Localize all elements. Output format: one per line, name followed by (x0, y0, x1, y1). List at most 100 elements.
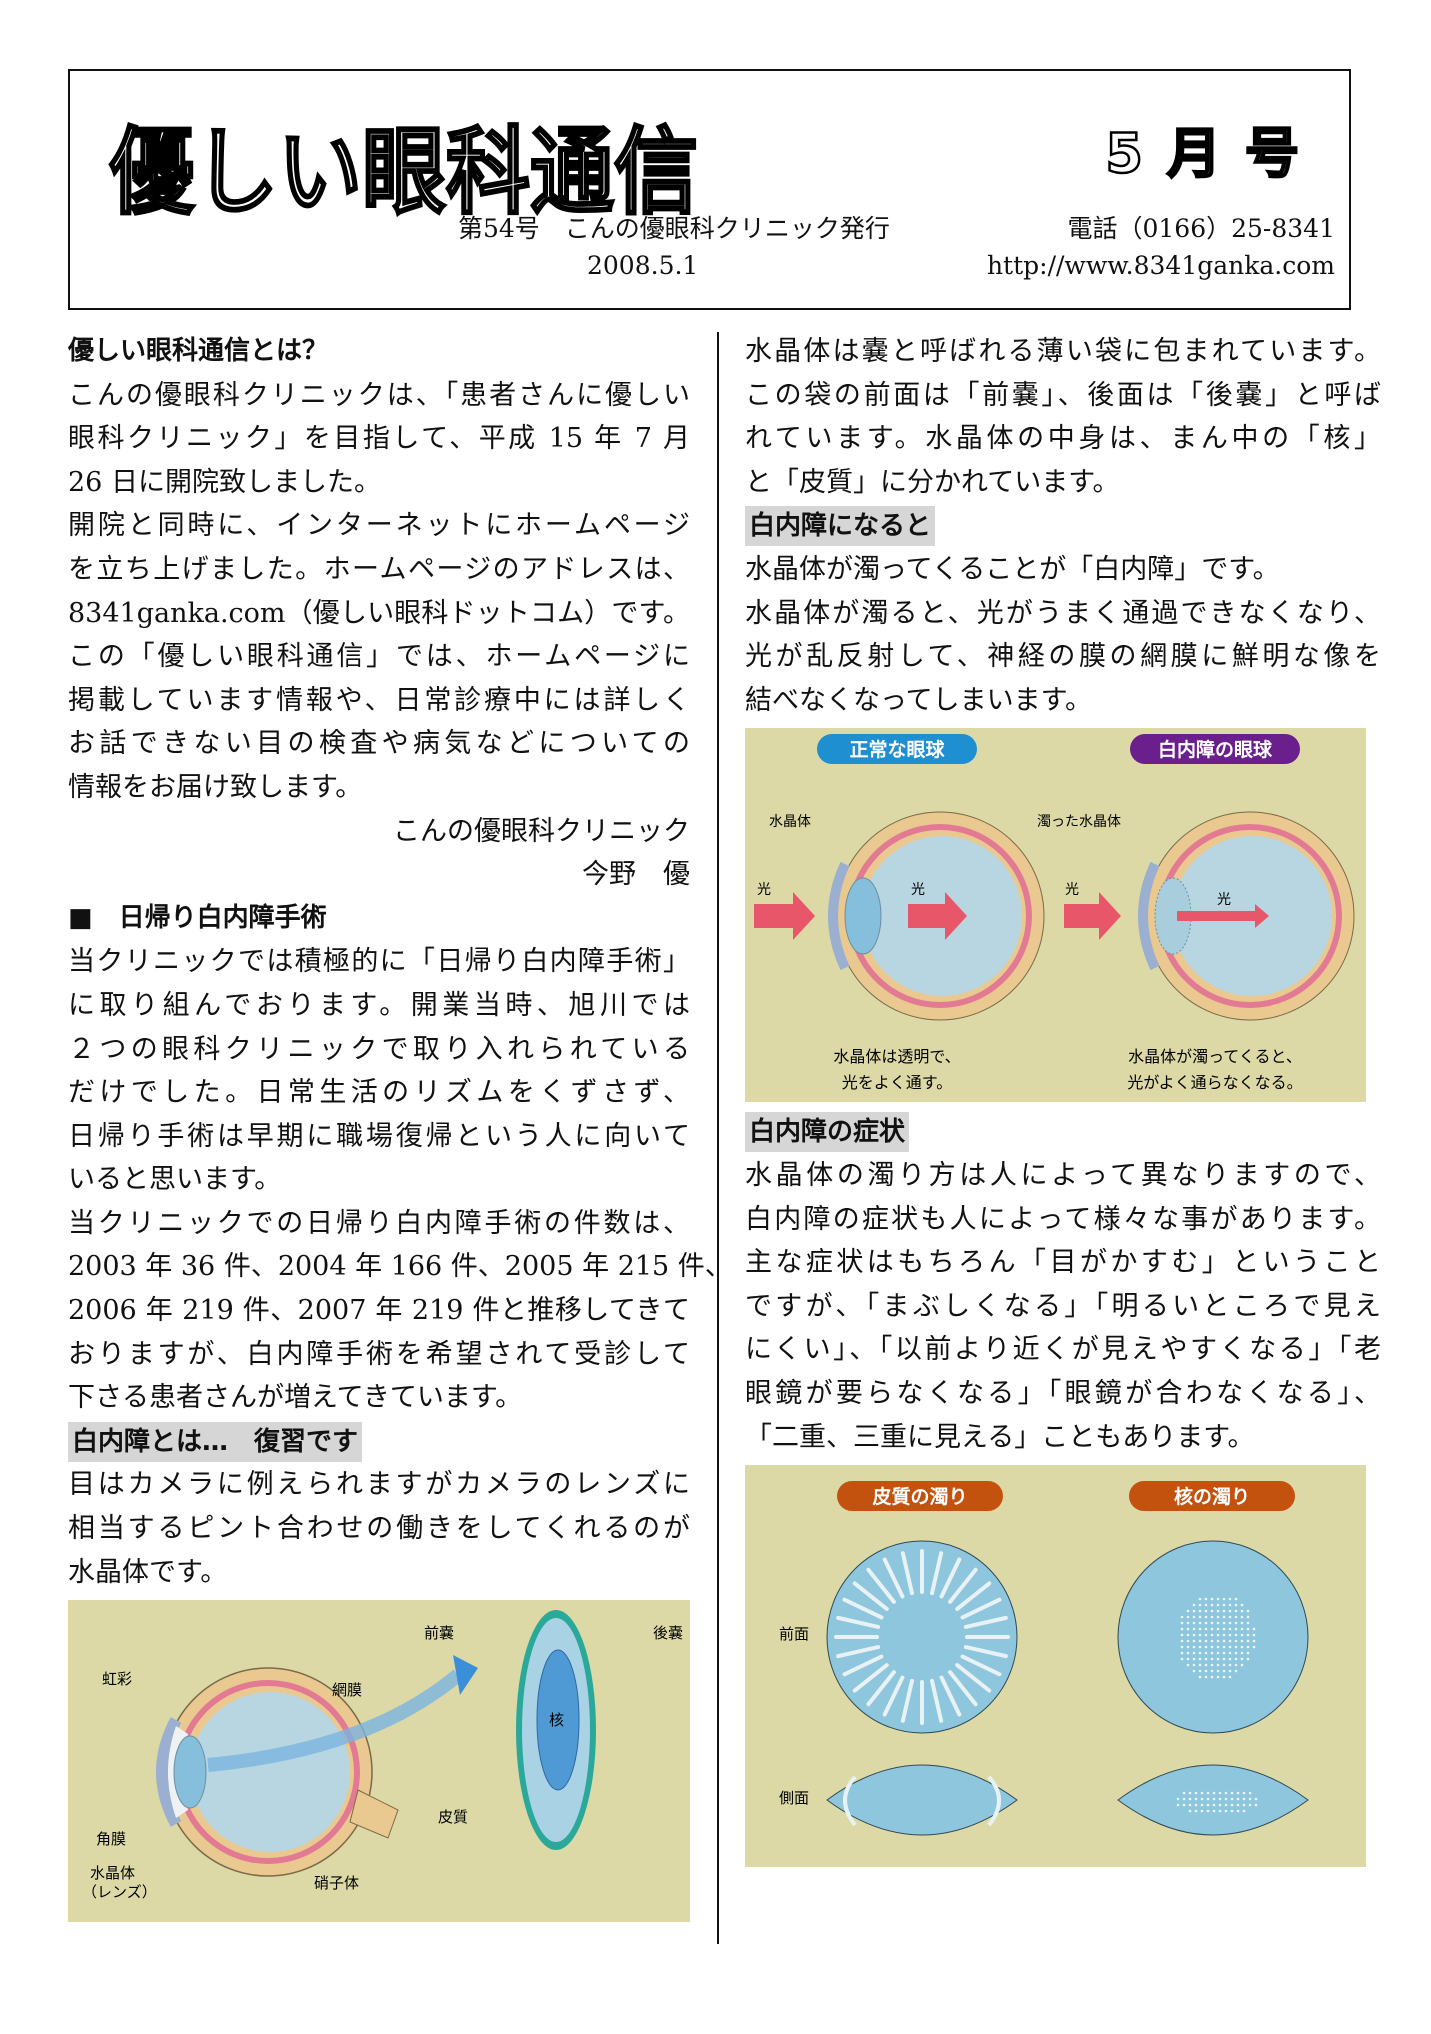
opacity-dot (1228, 1597, 1232, 1601)
opacity-dot (1228, 1627, 1232, 1631)
text-line: 掲載しています情報や、日常診療中には詳しく (68, 684, 690, 716)
lens-diagram (516, 1610, 596, 1851)
opacity-dot (1192, 1639, 1196, 1643)
opacity-dot (1236, 1803, 1240, 1807)
section-heading-symptoms: 白内障の症状 (745, 1112, 910, 1153)
opacity-dot (1246, 1627, 1250, 1631)
text-line: おりますが、白内障手術を希望されて受診して (68, 1338, 690, 1370)
left-column: 優しい眼科通信とは？ こんの優眼科クリニックは、「患者さんに優しい眼科クリニック… (68, 330, 732, 1930)
opacity-dot (1252, 1645, 1256, 1649)
opacity-dot (1222, 1597, 1226, 1601)
text-line: こんの優眼科クリニックは、「患者さんに優しい (68, 379, 690, 411)
opacity-dot (1198, 1609, 1202, 1613)
opacity-dot (1194, 1797, 1198, 1801)
opacity-dot (1242, 1797, 1246, 1801)
opacity-dot (1212, 1797, 1216, 1801)
opacity-dot (1180, 1615, 1184, 1619)
label-posterior-capsule: 後嚢 (653, 1624, 683, 1642)
opacity-dot (1248, 1791, 1252, 1795)
nuclear-side-lens (1117, 1764, 1309, 1836)
text-line: 目はカメラに例えられますがカメラのレンズに (68, 1469, 690, 1501)
text-line: 「二重、三重に見える」こともあります。 (745, 1421, 1255, 1453)
opacity-dot (1180, 1657, 1184, 1661)
opacity-dot (1222, 1603, 1226, 1607)
opacity-dot (1200, 1809, 1204, 1813)
opacity-dot (1204, 1627, 1208, 1631)
light-label: 光 (1065, 882, 1079, 898)
opacity-dot (1192, 1657, 1196, 1661)
text-line: ですが、「まぶしくなる」「明るいところで見え (745, 1290, 1381, 1322)
opacity-dot (1234, 1609, 1238, 1613)
day-surgery-body: 当クリニックでは積極的に「日帰り白内障手術」に取り組んでおります。開業当時、旭川… (68, 940, 732, 1420)
opacity-dot (1198, 1597, 1202, 1601)
text-line: お話できない目の検査や病気などについての (68, 728, 690, 760)
front-label: 前面 (779, 1625, 809, 1643)
opacity-dot (1198, 1639, 1202, 1643)
nuclear-side-opacity-dots (1176, 1791, 1258, 1813)
opacity-dot (1210, 1675, 1214, 1679)
cortical-spoke (852, 1663, 889, 1693)
opacity-dot (1216, 1651, 1220, 1655)
opacity-dot (1216, 1663, 1220, 1667)
light-label: 光 (911, 882, 925, 898)
opacity-dot (1210, 1627, 1214, 1631)
website-url[interactable]: http://www.8341ganka.com (986, 251, 1335, 280)
side-label: 側面 (779, 1789, 809, 1807)
opacity-dot (1234, 1627, 1238, 1631)
opacity-dot (1246, 1621, 1250, 1625)
column-divider (717, 332, 719, 1944)
opacity-dot (1192, 1669, 1196, 1673)
label-anterior-capsule: 前嚢 (424, 1624, 454, 1642)
section-heading-day-surgery: ■ 日帰り白内障手術 (68, 902, 327, 933)
opacity-dot (1180, 1645, 1184, 1649)
text-line: 下さる患者さんが増えてきています。 (68, 1382, 523, 1414)
opacity-dot (1206, 1809, 1210, 1813)
opacity-dot (1234, 1645, 1238, 1649)
text-line: 水晶体が濁ると、光がうまく通過できなくなり、 (745, 597, 1381, 629)
cortical-side-lens (826, 1764, 1018, 1836)
text-line: 2006 年 219 件、2007 年 219 件と推移してきて (68, 1295, 690, 1327)
text-line: 8341ganka.com（優しい眼科ドットコム）です。 (68, 597, 690, 629)
opacity-dot (1186, 1651, 1190, 1655)
opacity-dot (1198, 1621, 1202, 1625)
text-line: ２つの眼科クリニックで取り入れられている (68, 1033, 690, 1065)
label-lens: 水晶体 (90, 1864, 135, 1882)
opacity-dot (1228, 1657, 1232, 1661)
opacity-dot (1192, 1651, 1196, 1655)
opacity-dot (1216, 1615, 1220, 1619)
opacity-dot (1180, 1633, 1184, 1637)
opacity-dot (1192, 1663, 1196, 1667)
opacity-dot (1222, 1651, 1226, 1655)
opacity-dot (1228, 1609, 1232, 1613)
opacity-dot (1254, 1797, 1258, 1801)
opacity-dot (1204, 1603, 1208, 1607)
opacity-dot (1246, 1645, 1250, 1649)
opacity-dot (1210, 1615, 1214, 1619)
text-line: 主な症状はもちろん「目がかすむ」ということ (745, 1247, 1381, 1279)
text-line: だけでした。日常生活のリズムをくずさず、 (68, 1077, 690, 1109)
opacity-dot (1182, 1803, 1186, 1807)
opacity-dot (1240, 1609, 1244, 1613)
cortical-spoke (930, 1678, 944, 1723)
opacity-dot (1240, 1615, 1244, 1619)
opacity-dot (1186, 1639, 1190, 1643)
opacity-dot (1216, 1657, 1220, 1661)
opacity-dot (1234, 1639, 1238, 1643)
opacity-dot (1182, 1797, 1186, 1801)
opacity-dot (1198, 1669, 1202, 1673)
opacity-dot (1224, 1809, 1228, 1813)
text-line: と「皮質」に分かれています。 (745, 466, 1120, 498)
normal-eye-title: 正常な眼球 (849, 738, 945, 761)
opacity-dot (1198, 1603, 1202, 1607)
opacity-dot (1240, 1639, 1244, 1643)
text-line: にくい」、「以前より近くが見えやすくなる」「老 (745, 1334, 1381, 1366)
cortical-spoke (882, 1675, 905, 1717)
opacity-dot (1246, 1657, 1250, 1661)
opacity-dot (1216, 1627, 1220, 1631)
becoming-cataract-body: 水晶体が濁ってくることが「白内障」です。水晶体が濁ると、光がうまく通過できなくな… (745, 548, 1381, 722)
opacity-dot (1228, 1615, 1232, 1619)
section-heading-about: 優しい眼科通信とは？ (68, 336, 329, 366)
eye-anatomy-figure: 虹彩 網膜 角膜 水晶体 （レンズ） 硝子体 前嚢 後嚢 核 皮質 (68, 1600, 690, 1923)
opacity-dot (1192, 1627, 1196, 1631)
opacity-dot (1246, 1615, 1250, 1619)
